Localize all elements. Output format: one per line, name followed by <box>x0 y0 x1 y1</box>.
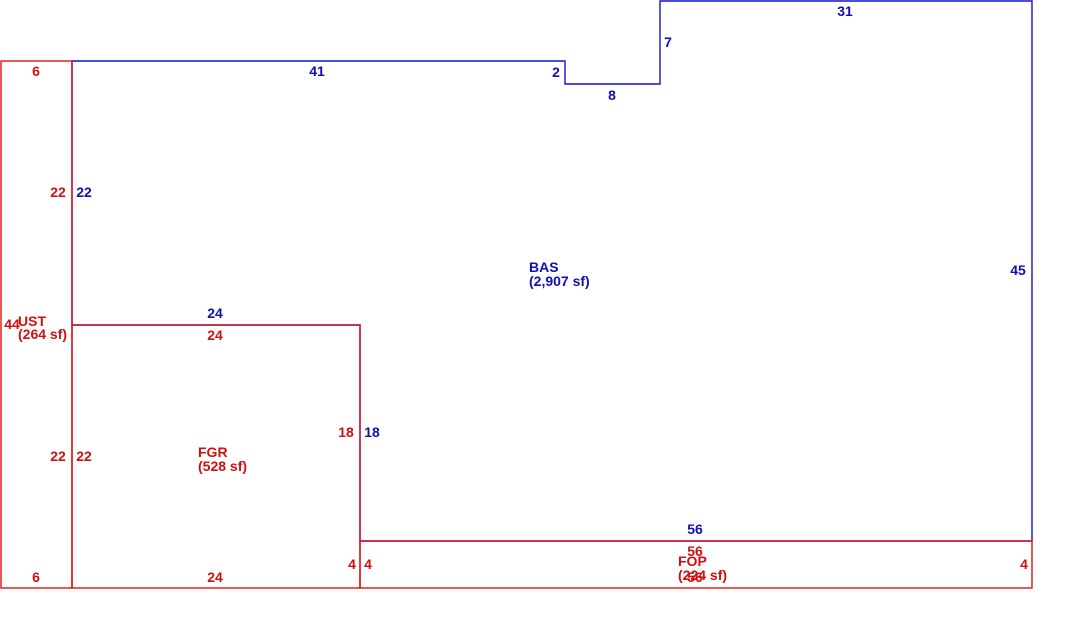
dim-fgr-corner: 4 <box>348 556 356 572</box>
dim-fgr-left: 22 <box>76 448 92 464</box>
dim-ust-left: 44 <box>4 316 20 332</box>
fgr-area: (528 sf) <box>198 458 247 474</box>
ust-area: (264 sf) <box>18 326 67 342</box>
fop-area: (224 sf) <box>678 567 727 583</box>
bas-label: BAS <box>529 259 559 275</box>
dim-bas-top-right: 31 <box>837 3 853 19</box>
dim-ust-bottom: 6 <box>32 569 40 585</box>
fop-outline <box>359 540 1033 589</box>
dim-bas-step-up: 7 <box>664 34 672 50</box>
dim-ust-top: 6 <box>32 63 40 79</box>
dim-fgr-top: 24 <box>207 327 223 343</box>
fgr-outline <box>71 324 361 589</box>
dim-ust-right-upper: 22 <box>50 184 66 200</box>
dim-fgr-right: 18 <box>338 424 354 440</box>
dim-fop-right: 4 <box>1020 556 1028 572</box>
dim-fgr-bottom: 24 <box>207 569 223 585</box>
dim-bas-top-left: 41 <box>309 63 325 79</box>
dim-fop-top: 56 <box>687 543 703 559</box>
fop-label: FOP <box>678 553 707 569</box>
dim-fop-bottom: 56 <box>687 569 703 585</box>
dim-bas-fgr-top: 24 <box>207 305 223 321</box>
dim-bas-right: 45 <box>1010 262 1026 278</box>
dim-fop-left: 4 <box>364 556 372 572</box>
dim-bas-fgr-right: 18 <box>364 424 380 440</box>
dim-bas-bottom: 56 <box>687 521 703 537</box>
dim-ust-right-lower: 22 <box>50 448 66 464</box>
dim-bas-step-down: 2 <box>552 64 560 80</box>
dim-bas-left-upper: 22 <box>76 184 92 200</box>
fgr-label: FGR <box>198 444 228 460</box>
ust-label: UST <box>18 313 46 329</box>
bas-area: (2,907 sf) <box>529 273 590 289</box>
dim-bas-notch-bottom: 8 <box>608 87 616 103</box>
